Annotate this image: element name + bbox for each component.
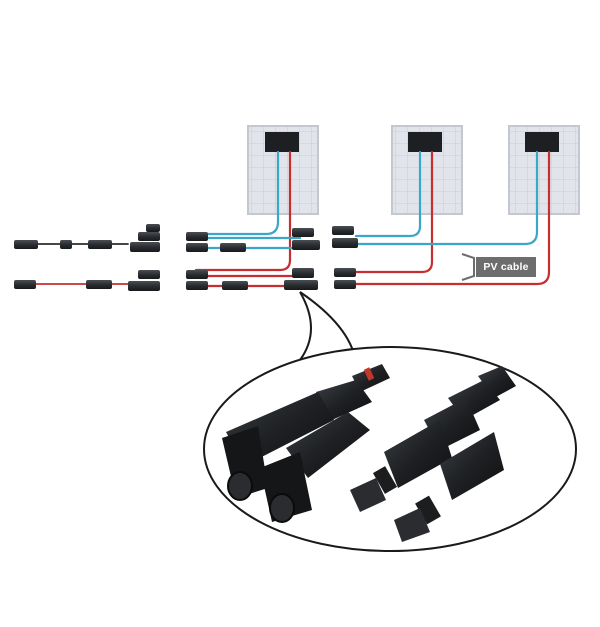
large-branch-connector-female (222, 364, 390, 523)
branch-connector-icon (332, 226, 358, 248)
junction-box-icon (525, 132, 559, 152)
mc4-connector-icon (186, 270, 208, 279)
negative-cable (194, 150, 280, 236)
callout-tail (299, 291, 312, 361)
mc4-connector-icon (14, 240, 38, 249)
mc4-connector-icon (186, 232, 208, 241)
solar-panel-2 (391, 125, 463, 215)
mc4-connector-icon (222, 281, 248, 290)
connector-row-bottom (14, 268, 356, 291)
branch-connector-icon (128, 270, 160, 291)
label-pointer (461, 253, 475, 281)
negative-cable (354, 150, 539, 246)
pv-cables (17, 150, 551, 288)
mc4-connector-icon (86, 280, 112, 289)
branch-connector-icon (292, 228, 320, 250)
mc4-connector-icon (60, 240, 72, 249)
solar-panel-3 (508, 125, 580, 215)
mc4-connector-icon (88, 240, 112, 249)
branch-connector-icon (130, 224, 160, 252)
positive-cable (354, 150, 434, 274)
positive-cable (354, 150, 551, 286)
connector-row-top (14, 224, 358, 252)
negative-cable (354, 150, 422, 238)
solar-panel-1 (247, 125, 319, 215)
large-branch-connector-male (350, 366, 516, 542)
mc4-connector-icon (14, 280, 36, 289)
junction-box-icon (408, 132, 442, 152)
mc4-connector-icon (186, 243, 208, 252)
pv-cable-label: PV cable (476, 257, 536, 277)
branch-connector-icon (284, 268, 318, 290)
branch-connector-icon (334, 268, 356, 289)
junction-box-icon (265, 132, 299, 152)
positive-cable (194, 150, 292, 272)
mc4-connector-icon (186, 281, 208, 290)
mc4-connector-icon (220, 243, 246, 252)
